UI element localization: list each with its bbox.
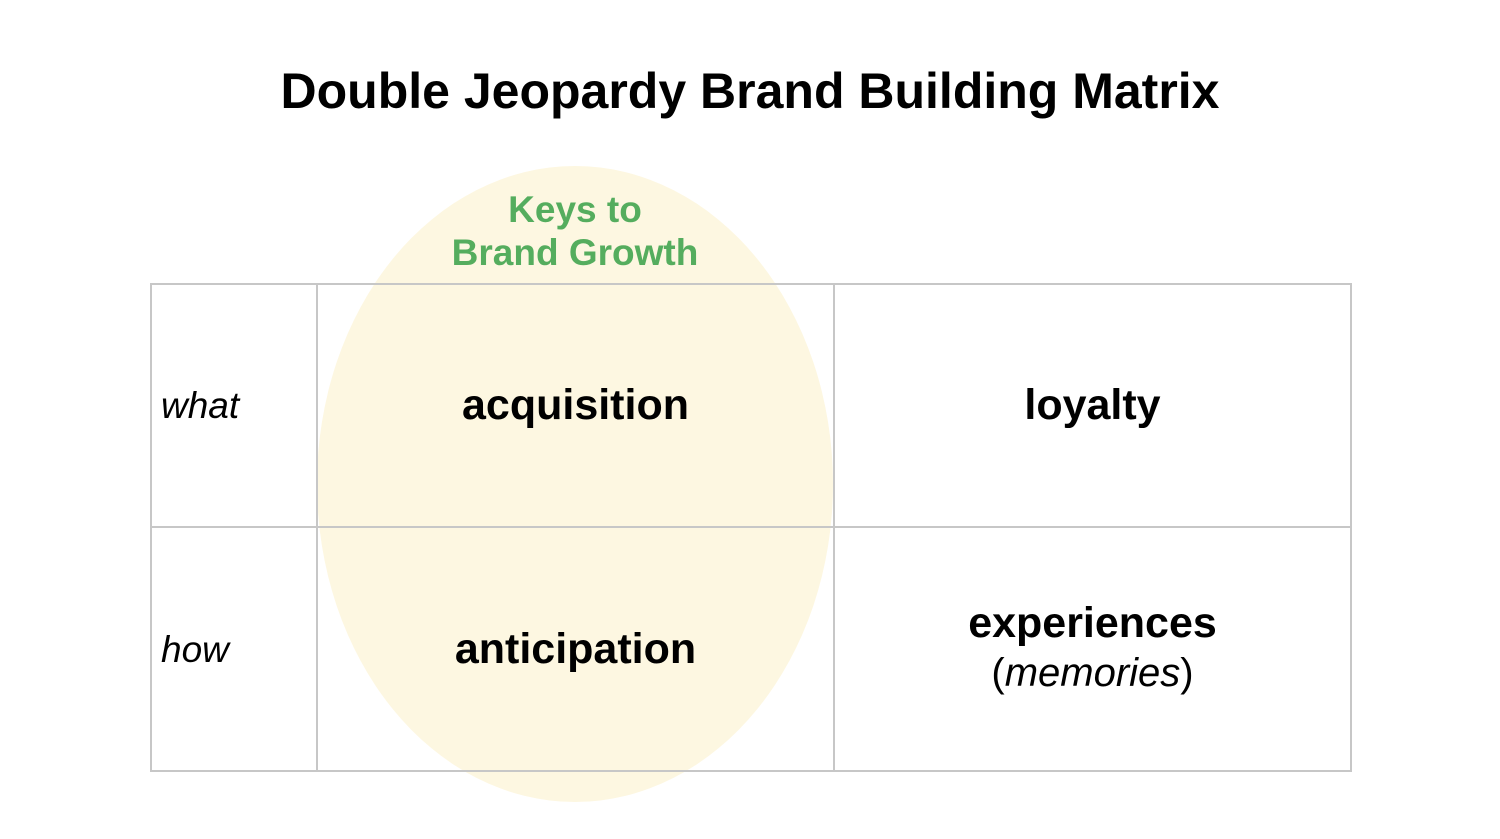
grid-top-border xyxy=(150,283,1352,285)
grid-bottom-border xyxy=(150,770,1352,772)
note-close-paren: ) xyxy=(1180,651,1194,695)
grid-label-divider xyxy=(316,283,318,772)
cell-experiences: experiences (memories) xyxy=(835,597,1350,697)
brand-growth-highlight-ellipse xyxy=(317,166,833,802)
grid-left-border xyxy=(150,283,152,772)
cell-loyalty: loyalty xyxy=(1024,381,1161,429)
grid-column-divider xyxy=(833,283,835,772)
page-title: Double Jeopardy Brand Building Matrix xyxy=(280,63,1220,119)
note-memories: memories xyxy=(1004,651,1181,695)
grid-right-border xyxy=(1350,283,1352,772)
keys-label-line2: Brand Growth xyxy=(451,232,699,273)
cell-experiences-note: (memories) xyxy=(835,649,1350,697)
cell-anticipation: anticipation xyxy=(454,625,697,673)
keys-to-brand-growth-label: Keys to Brand Growth xyxy=(400,188,750,274)
grid-middle-divider xyxy=(150,526,1352,528)
cell-acquisition: acquisition xyxy=(462,381,689,429)
cell-experiences-title: experiences xyxy=(968,599,1217,647)
row-label-how: how xyxy=(161,629,229,670)
row-label-what: what xyxy=(161,385,240,426)
keys-label-line1: Keys to xyxy=(508,189,642,230)
note-open-paren: ( xyxy=(991,651,1005,695)
